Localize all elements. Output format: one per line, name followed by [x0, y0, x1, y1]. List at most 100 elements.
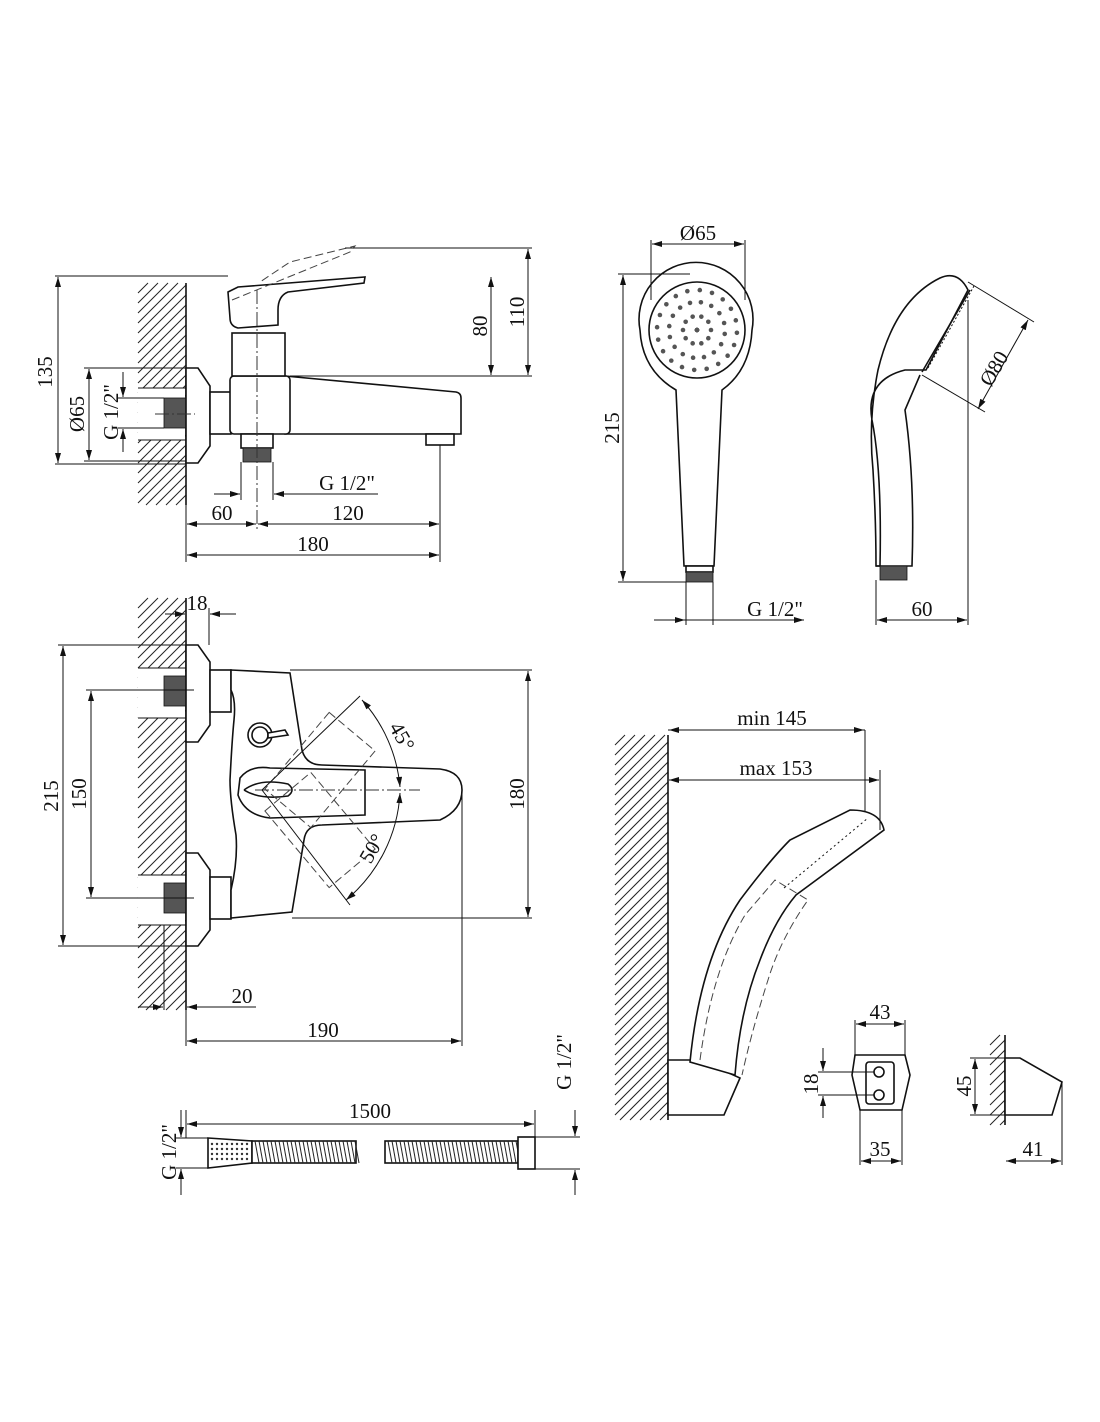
dim-hose-thread-right: G 1/2" — [552, 1034, 576, 1090]
nozzle — [666, 323, 672, 329]
nozzle — [685, 288, 690, 294]
nozzle — [698, 299, 704, 305]
spray-nozzles — [654, 287, 740, 373]
cartridge-column — [231, 332, 286, 377]
nozzle — [657, 312, 663, 318]
nozzle — [683, 319, 688, 325]
dim-bracket-base: 35 — [870, 1137, 891, 1161]
nozzle — [672, 344, 677, 350]
nozzle — [708, 303, 714, 309]
dim-20: 20 — [232, 984, 253, 1008]
lever — [227, 276, 366, 329]
dim-bracket-width: 43 — [870, 1000, 891, 1024]
dim-bracket-height: 45 — [952, 1076, 976, 1097]
bracket-front-view: 43 18 35 — [799, 1000, 911, 1165]
nozzle — [691, 367, 697, 373]
dim-120: 120 — [332, 501, 364, 525]
dim-o65: Ø65 — [65, 396, 89, 432]
dim-side-depth: 60 — [912, 597, 933, 621]
hand-shower-side-view: Ø80 60 — [870, 274, 1035, 625]
aerator — [425, 433, 455, 446]
dim-110: 110 — [505, 297, 529, 328]
dim-bracket-depth: 41 — [1023, 1137, 1044, 1161]
nozzle — [673, 293, 679, 299]
nozzle — [706, 319, 711, 325]
nozzle — [734, 330, 740, 336]
nozzle — [680, 327, 686, 333]
nozzle — [697, 287, 703, 293]
nozzle — [709, 290, 715, 296]
nozzle — [670, 313, 676, 319]
nozzle — [690, 314, 695, 319]
inlet-thread — [163, 397, 187, 429]
hand-shower-body — [638, 261, 754, 567]
mixer-front-view: 45° 50° 18 215 150 180 20 190 — [39, 591, 532, 1046]
bracket-front — [851, 1054, 911, 1111]
dim-hole-spacing: 18 — [799, 1074, 823, 1095]
nozzle — [722, 331, 728, 337]
nozzle — [715, 361, 721, 367]
nozzle — [668, 358, 674, 363]
nozzle — [711, 350, 717, 355]
nozzle — [725, 353, 730, 359]
dim-max-153: max 153 — [740, 756, 813, 780]
hose-nut — [517, 1136, 536, 1170]
nozzle — [706, 335, 711, 341]
nozzle — [731, 342, 737, 348]
bracket-side-view: 45 41 — [952, 1034, 1063, 1165]
hand-shower-side-body — [870, 274, 969, 567]
nozzle — [701, 354, 707, 360]
dim-head-diameter: Ø65 — [680, 221, 716, 245]
dim-outlet-thread: G 1/2" — [319, 471, 375, 495]
nozzle — [690, 355, 696, 361]
cone-knurl — [210, 1142, 249, 1161]
nozzle — [728, 306, 734, 312]
nozzle — [683, 335, 688, 341]
dim-150: 150 — [67, 778, 91, 810]
dim-215: 215 — [39, 780, 63, 812]
dim-side-head-diameter: Ø80 — [975, 347, 1014, 390]
nozzle — [718, 341, 724, 347]
nozzle — [680, 351, 686, 357]
nozzle — [660, 348, 666, 354]
nut — [209, 391, 232, 435]
dim-hose-thread-left: G 1/2" — [157, 1124, 181, 1180]
dim-shower-length: 215 — [600, 412, 624, 444]
escutcheon — [185, 367, 211, 464]
dim-18: 18 — [187, 591, 208, 615]
dim-190: 190 — [307, 1018, 339, 1042]
body — [229, 375, 291, 435]
hose-spiral — [254, 1140, 521, 1164]
dim-60: 60 — [212, 501, 233, 525]
angle-45: 45° — [384, 718, 419, 755]
nozzle — [664, 301, 669, 307]
dim-min-145: min 145 — [737, 706, 806, 730]
escutcheon-top — [185, 644, 211, 743]
nozzle — [687, 300, 693, 306]
nozzle — [708, 327, 714, 333]
dim-180: 180 — [297, 532, 329, 556]
nozzle — [704, 366, 709, 372]
nozzle — [699, 341, 704, 346]
dim-180-front: 180 — [505, 778, 529, 810]
dim-hose-length: 1500 — [349, 1099, 391, 1123]
dim-135: 135 — [33, 356, 57, 388]
hand-shower-in-holder — [689, 809, 885, 1077]
nozzle — [720, 297, 726, 302]
dim-80: 80 — [468, 316, 492, 337]
dim-shower-thread: G 1/2" — [747, 597, 803, 621]
nozzle — [679, 364, 685, 370]
spout — [284, 375, 462, 435]
nozzle — [667, 334, 673, 340]
bracket-side — [1004, 1057, 1063, 1116]
nozzle — [717, 310, 722, 316]
nozzle — [721, 320, 727, 326]
dim-inlet-thread: G 1/2" — [99, 384, 123, 440]
mixer-side-view: 135 Ø65 G 1/2" G 1/2" 60 120 180 80 110 — [33, 245, 532, 562]
escutcheon-bottom — [185, 852, 211, 947]
nozzle — [733, 318, 739, 323]
nozzle — [655, 337, 661, 342]
hand-shower-front-view: Ø65 215 G 1/2" — [600, 221, 804, 625]
hose-cone-connector — [207, 1137, 253, 1169]
